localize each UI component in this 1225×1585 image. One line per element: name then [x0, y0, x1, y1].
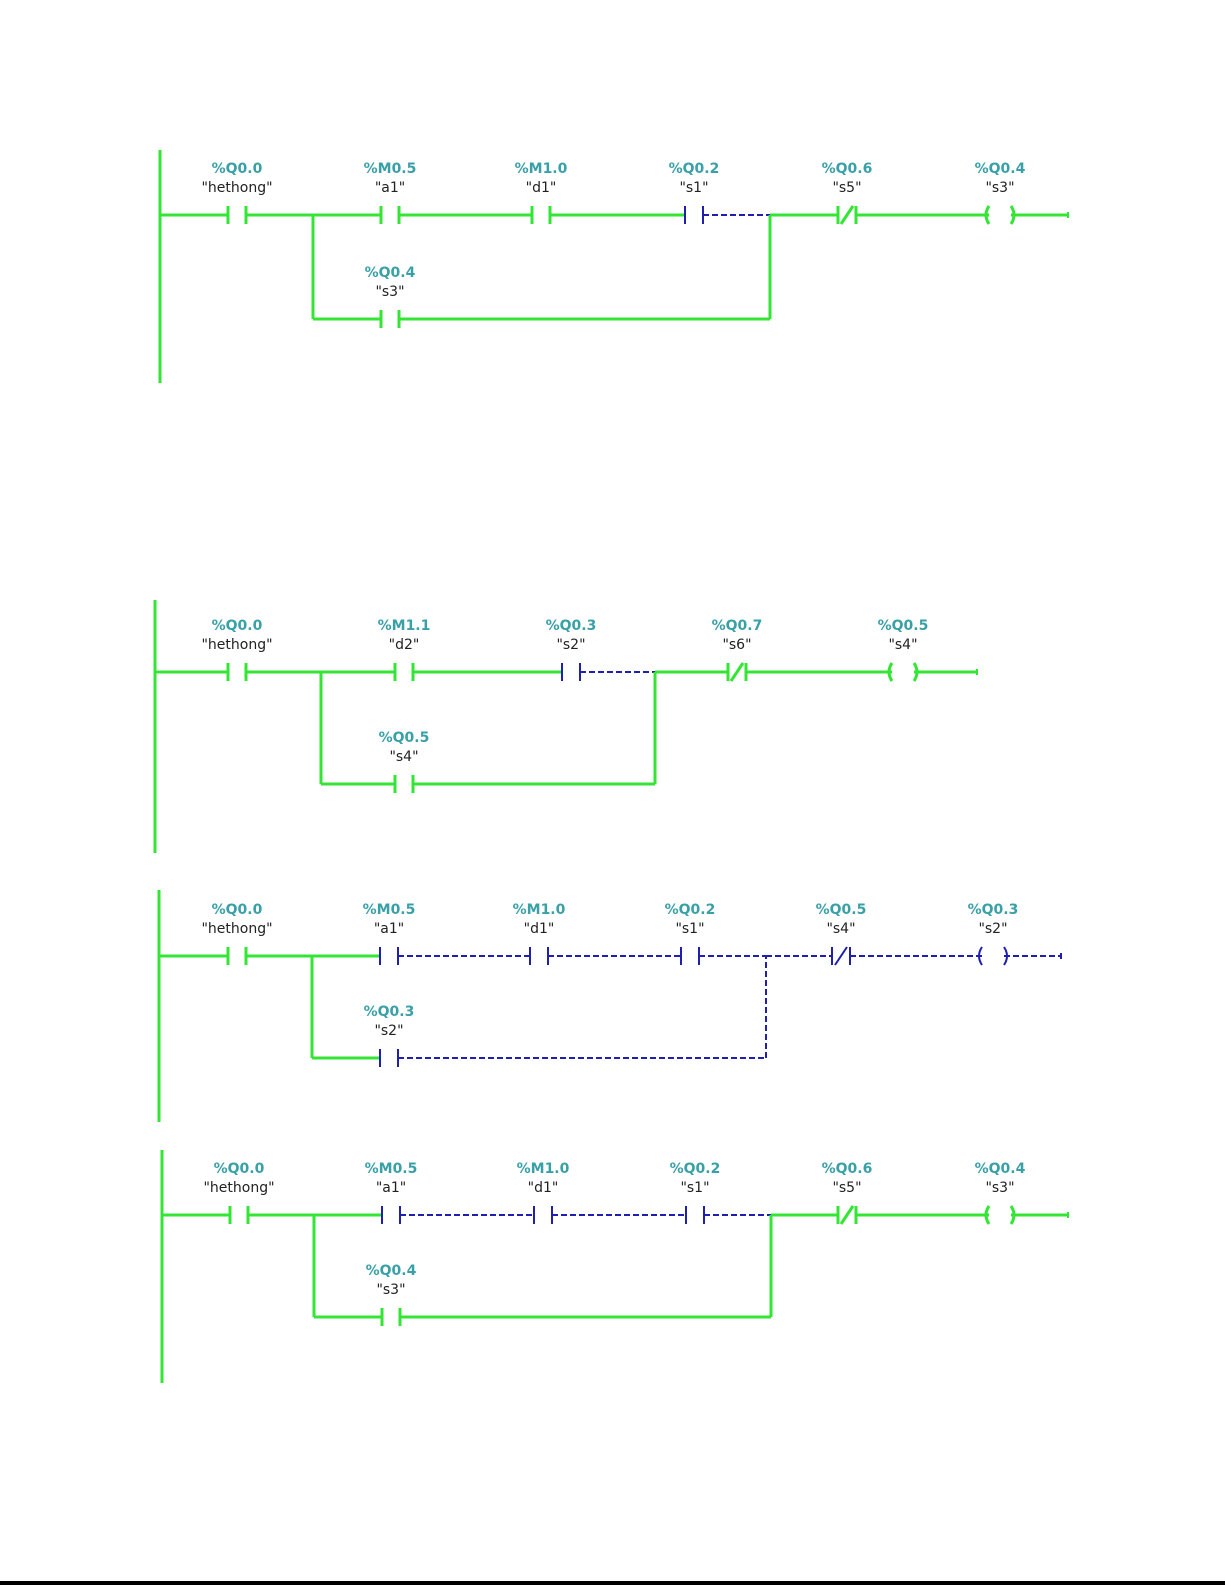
network-1-branch-contact-tag: "s3" [375, 284, 404, 300]
network-1-contact-4[interactable]: %Q0.2 "s1" [669, 161, 720, 224]
network-4-contact-1-address: %Q0.0 [214, 1161, 265, 1177]
contact-nc-slash [729, 662, 745, 682]
network-2-contact-4-tag: "s6" [722, 637, 751, 653]
network-1-contact-3-address: %M1.0 [515, 161, 568, 177]
network-2-branch-contact-address: %Q0.5 [379, 730, 430, 746]
network-3-coil[interactable]: %Q0.3 "s2" [968, 902, 1019, 966]
network-1-contact-2-address: %M0.5 [364, 161, 417, 177]
network-4-coil-tag: "s3" [985, 1180, 1014, 1196]
network-2-contact-2-address: %M1.1 [378, 618, 431, 634]
network-1-contact-5[interactable]: %Q0.6 "s5" [822, 161, 873, 225]
network-4-contact-3[interactable]: %M1.0 "d1" [517, 1161, 570, 1224]
network-3-contact-5[interactable]: %Q0.5 "s4" [816, 902, 867, 966]
network-3-branch-contact-tag: "s2" [374, 1023, 403, 1039]
network-2-contact-2-tag: "d2" [389, 637, 420, 653]
network-2-branch-contact-tag: "s4" [389, 749, 418, 765]
network-4-contact-4-tag: "s1" [680, 1180, 709, 1196]
network-4-contact-2-address: %M0.5 [365, 1161, 418, 1177]
network-3-coil-address: %Q0.3 [968, 902, 1019, 918]
network-4-contact-4[interactable]: %Q0.2 "s1" [670, 1161, 721, 1224]
network-3-branch-contact-address: %Q0.3 [364, 1004, 415, 1020]
network-3-contact-1-address: %Q0.0 [212, 902, 263, 918]
network-3-contact-3-address: %M1.0 [513, 902, 566, 918]
network-4-branch-contact-tag: "s3" [376, 1282, 405, 1298]
network-4-contact-3-address: %M1.0 [517, 1161, 570, 1177]
network-2-coil-tag: "s4" [888, 637, 917, 653]
network-4-branch-contact-address: %Q0.4 [366, 1263, 417, 1279]
network-2-contact-3[interactable]: %Q0.3 "s2" [546, 618, 597, 681]
network-3-contact-2-tag: "a1" [374, 921, 404, 937]
network-2-contact-3-address: %Q0.3 [546, 618, 597, 634]
network-3-coil-tag: "s2" [978, 921, 1007, 937]
network-4-contact-4-address: %Q0.2 [670, 1161, 721, 1177]
network-4-contact-2[interactable]: %M0.5 "a1" [365, 1161, 418, 1224]
network-4-coil-address: %Q0.4 [975, 1161, 1026, 1177]
network-3-contact-1[interactable]: %Q0.0 "hethong" [201, 902, 273, 965]
network-2-contact-2[interactable]: %M1.1 "d2" [378, 618, 431, 681]
network-1-contact-5-tag: "s5" [832, 180, 861, 196]
network-2-branch-contact[interactable]: %Q0.5 "s4" [379, 730, 430, 793]
network-1-branch-contact-address: %Q0.4 [365, 265, 416, 281]
network-3-contact-2[interactable]: %M0.5 "a1" [363, 902, 416, 965]
coil-left-arc [984, 1205, 991, 1225]
contact-nc-slash [834, 946, 848, 966]
network-3-contact-1-tag: "hethong" [201, 921, 272, 937]
page-bottom-rule [0, 1581, 1225, 1585]
network-1-contact-3[interactable]: %M1.0 "d1" [515, 161, 568, 224]
coil-right-arc [1009, 1205, 1016, 1225]
contact-nc-slash [839, 205, 855, 225]
network-1-contact-2[interactable]: %M0.5 "a1" [364, 161, 417, 224]
network-1-coil-address: %Q0.4 [975, 161, 1026, 177]
network-3-contact-3-tag: "d1" [524, 921, 555, 937]
network-4-coil[interactable]: %Q0.4 "s3" [975, 1161, 1026, 1225]
network-1-coil[interactable]: %Q0.4 "s3" [975, 161, 1026, 225]
network-4-contact-3-tag: "d1" [528, 1180, 559, 1196]
network-1-contact-3-tag: "d1" [526, 180, 557, 196]
network-3-contact-4-tag: "s1" [675, 921, 704, 937]
network-3-contact-4-address: %Q0.2 [665, 902, 716, 918]
network-3-contact-5-tag: "s4" [826, 921, 855, 937]
network-2-contact-3-tag: "s2" [556, 637, 585, 653]
coil-left-arc [887, 662, 894, 682]
network-2-contact-4-address: %Q0.7 [712, 618, 763, 634]
network-2-coil-address: %Q0.5 [878, 618, 929, 634]
network-1-coil-tag: "s3" [985, 180, 1014, 196]
network-4-branch-contact[interactable]: %Q0.4 "s3" [366, 1263, 417, 1326]
network-2-contact-1-tag: "hethong" [201, 637, 272, 653]
network-2-contact-1-address: %Q0.0 [212, 618, 263, 634]
contact-nc-slash [839, 1205, 855, 1225]
network-3-contact-2-address: %M0.5 [363, 902, 416, 918]
network-4-contact-1-tag: "hethong" [203, 1180, 274, 1196]
network-1-contact-1-address: %Q0.0 [212, 161, 263, 177]
coil-right-arc [1009, 205, 1016, 225]
network-1-contact-4-address: %Q0.2 [669, 161, 720, 177]
network-2-contact-1[interactable]: %Q0.0 "hethong" [201, 618, 273, 681]
network-4-contact-5-tag: "s5" [832, 1180, 861, 1196]
network-4-contact-5-address: %Q0.6 [822, 1161, 873, 1177]
network-1-contact-2-tag: "a1" [375, 180, 405, 196]
coil-right-arc [1003, 946, 1008, 966]
network-4-contact-1[interactable]: %Q0.0 "hethong" [203, 1161, 275, 1224]
network-1-contact-4-tag: "s1" [679, 180, 708, 196]
network-4-contact-2-tag: "a1" [376, 1180, 406, 1196]
network-1-branch-contact[interactable]: %Q0.4 "s3" [365, 265, 416, 328]
coil-left-arc [984, 205, 991, 225]
coil-right-arc [912, 662, 919, 682]
network-1-contact-5-address: %Q0.6 [822, 161, 873, 177]
network-2-coil[interactable]: %Q0.5 "s4" [878, 618, 929, 682]
network-1-contact-1-tag: "hethong" [201, 180, 272, 196]
network-4-contact-5[interactable]: %Q0.6 "s5" [822, 1161, 873, 1225]
network-3-branch-contact[interactable]: %Q0.3 "s2" [364, 1004, 415, 1067]
network-2-contact-4[interactable]: %Q0.7 "s6" [712, 618, 763, 682]
network-3-contact-3[interactable]: %M1.0 "d1" [513, 902, 566, 965]
network-3-contact-5-address: %Q0.5 [816, 902, 867, 918]
coil-left-arc [978, 946, 983, 966]
network-3-contact-4[interactable]: %Q0.2 "s1" [665, 902, 716, 965]
network-1-contact-1[interactable]: %Q0.0 "hethong" [201, 161, 273, 224]
